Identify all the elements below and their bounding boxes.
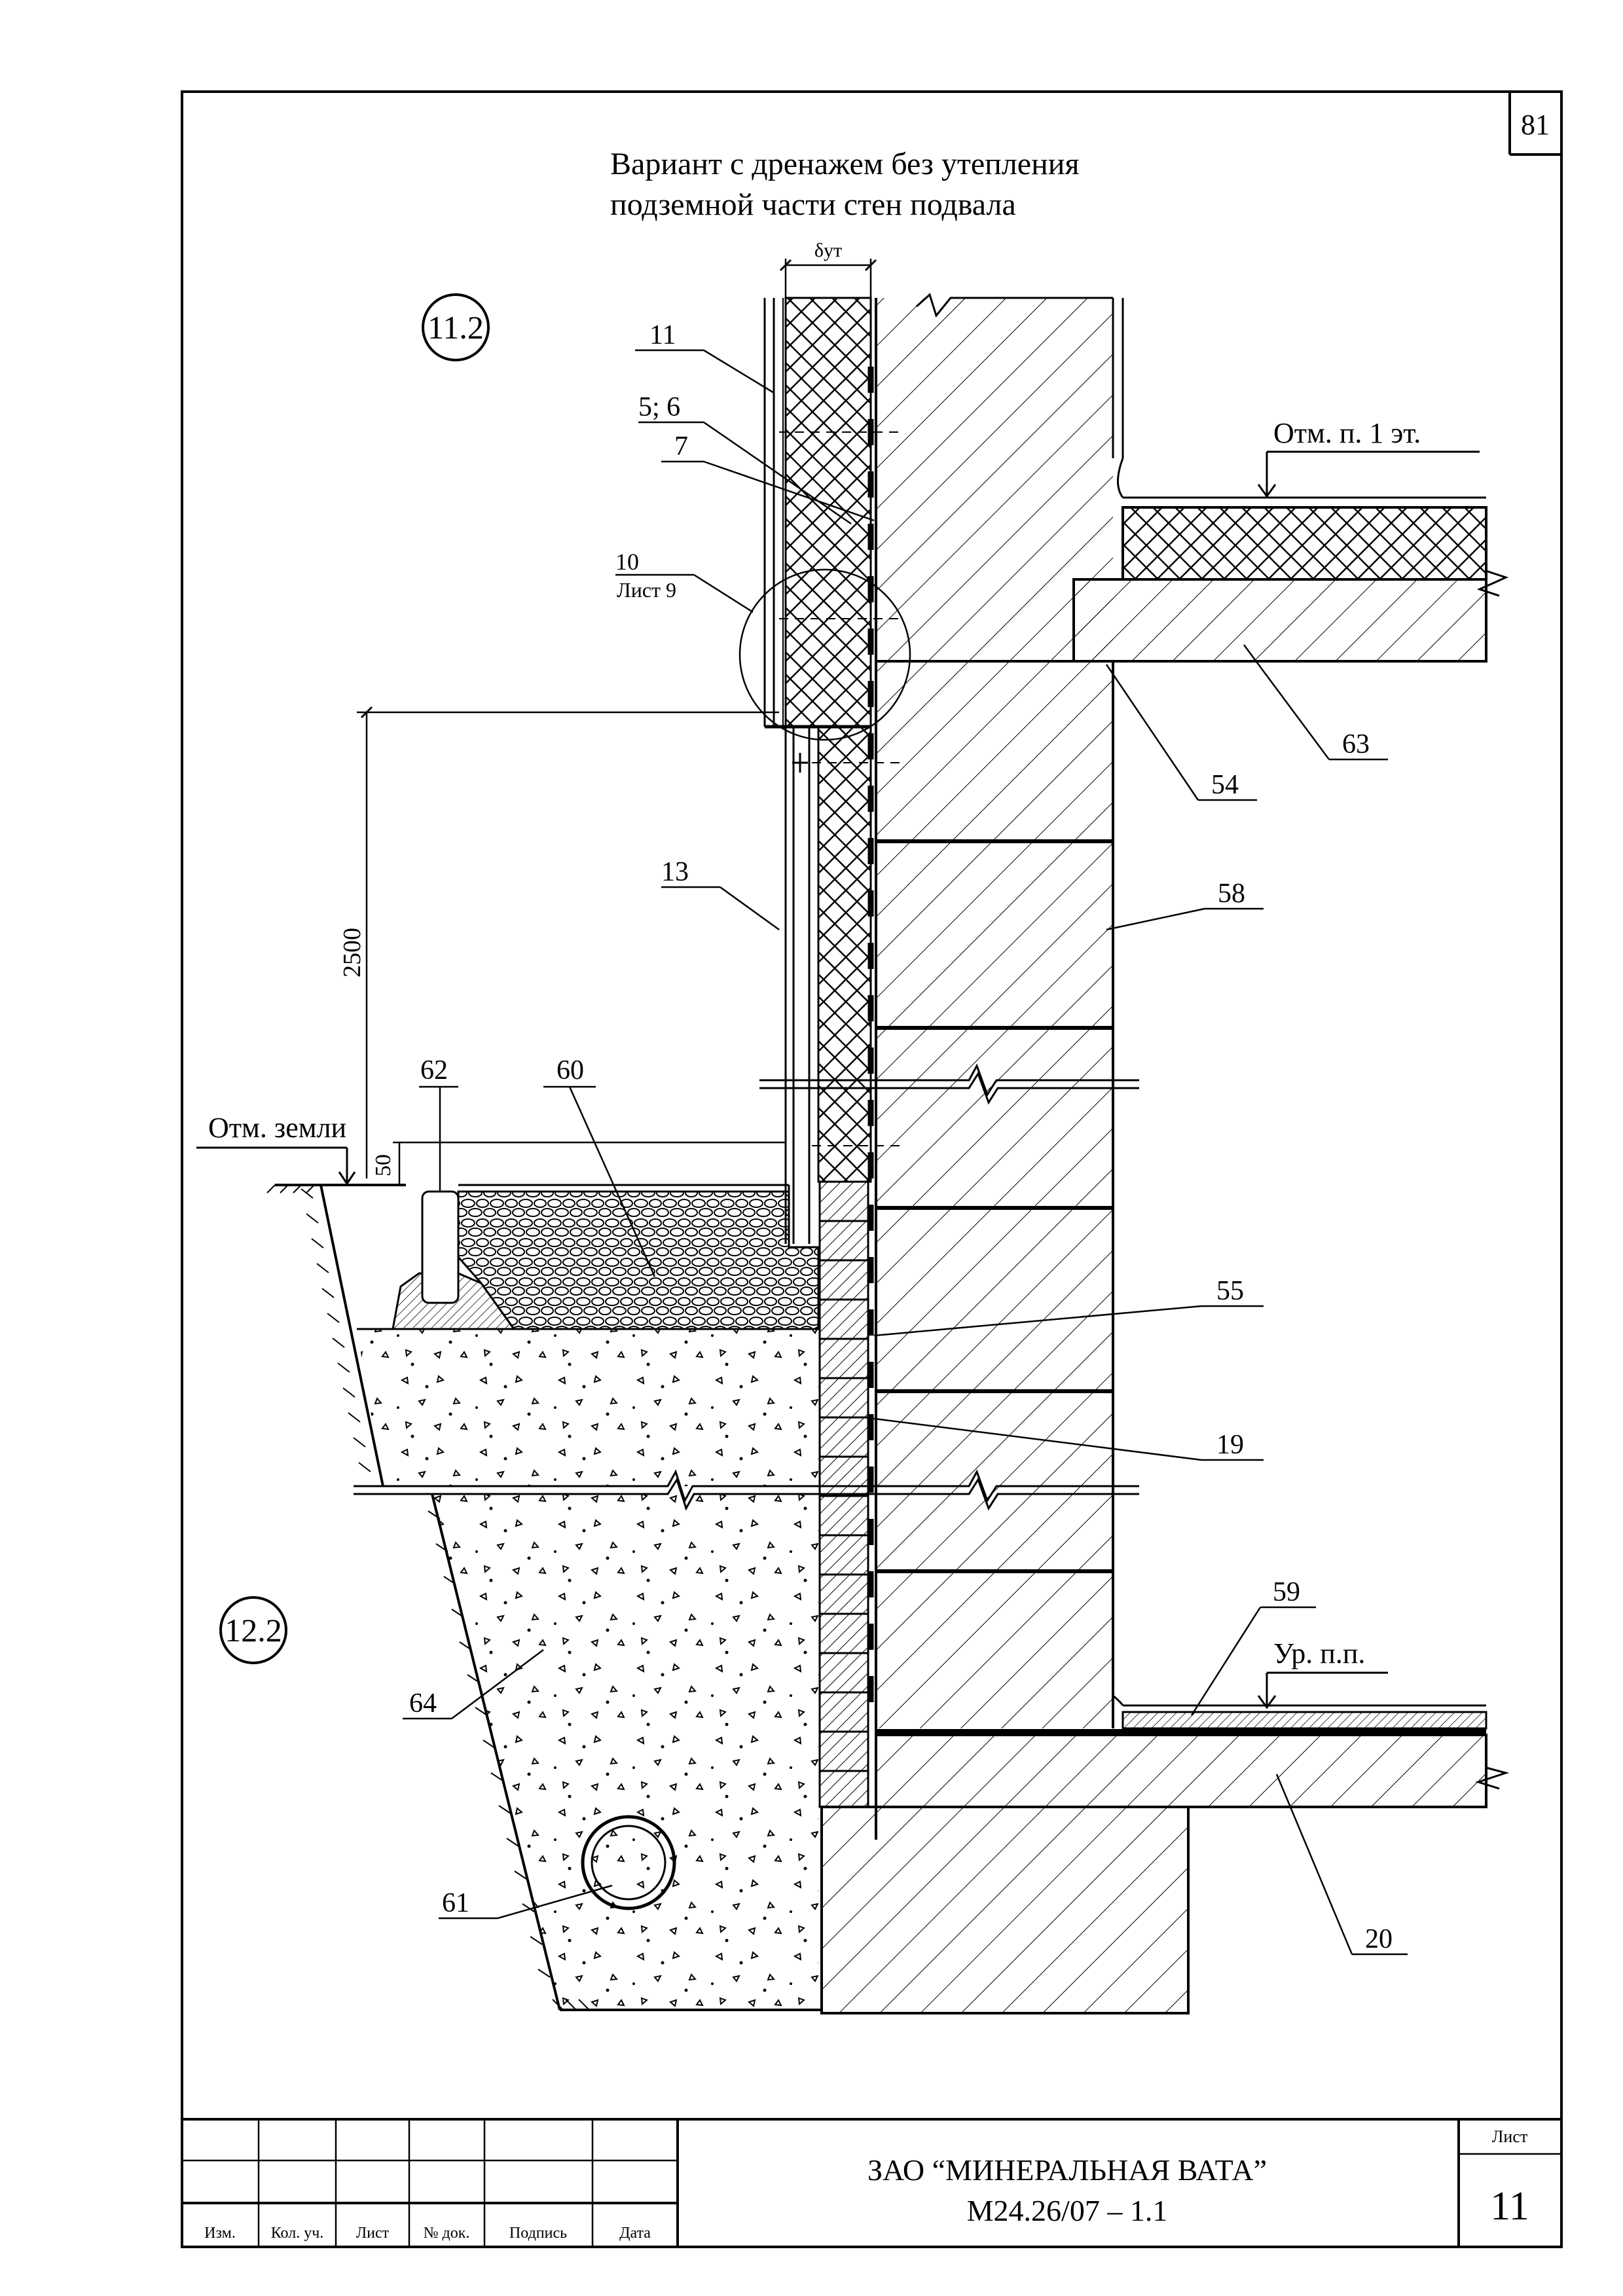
dimension-50-label: 50 [371,1154,395,1176]
callout-leaders [403,349,1408,1956]
gravel-blind-area [392,1184,820,1330]
callout-62: 62 [420,1055,448,1085]
backfill-sand [357,1328,822,2011]
callout-54: 54 [1211,770,1239,800]
callout-5-6: 5; 6 [638,392,680,422]
page-number: 81 [1521,109,1550,141]
callout-20: 20 [1365,1924,1393,1954]
drawing-title-line1: Вариант с дренажем без утепления [610,147,1080,181]
level-basement-floor: Ур. п.п. [1257,1637,1388,1709]
tb-col-ndok: № док. [424,2225,470,2242]
callout-58: 58 [1218,879,1245,909]
node-marker-top-label: 11.2 [428,309,484,346]
callout-60: 60 [556,1055,584,1085]
tb-col-data: Дата [619,2225,651,2242]
callout-7: 7 [674,431,688,462]
basement-floor [820,1694,1510,2014]
callout-11: 11 [649,320,676,350]
basement-block-wall [876,660,1114,1728]
title-block: Изм. Кол. уч. Лист № док. Подпись Дата З… [182,2118,1561,2247]
tb-col-podpis: Подпись [509,2225,567,2242]
callout-61: 61 [442,1888,469,1918]
tb-col-izm: Изм. [204,2225,236,2242]
level-basement-floor-label: Ур. п.п. [1273,1637,1365,1669]
excavation-slope [266,1184,590,2011]
tb-sheet-number: 11 [1490,2184,1529,2229]
node-marker-bottom-label: 12.2 [225,1612,282,1649]
drain-pipe [581,1815,676,1910]
dimension-2500: 2500 [338,706,779,1178]
callout-10-sheet: Лист 9 [617,578,676,602]
level-ground: Отм. земли [196,1112,356,1186]
dimension-2500-label: 2500 [338,928,366,977]
drawing-title-line2: подземной части стен подвала [610,187,1016,222]
callout-19: 19 [1216,1430,1244,1460]
tb-company: ЗАО “МИНЕРАЛЬНАЯ ВАТА” [867,2153,1267,2187]
detail-10-circle [739,568,911,741]
dimension-50: 50 [371,1141,786,1185]
tb-sheet-label: Лист [1492,2127,1527,2146]
level-floor1: Отм. п. 1 эт. [1257,417,1480,498]
dimension-insulation: δут [779,240,877,298]
first-floor-slab [1072,458,1509,663]
insulation-thickness-label: δут [814,240,842,261]
callout-64: 64 [409,1688,437,1719]
callout-13: 13 [661,857,689,887]
tb-code: М24.26/07 – 1.1 [967,2194,1168,2227]
node-marker-bottom: 12.2 [219,1596,287,1664]
callout-55: 55 [1216,1276,1244,1306]
callout-10: 10 [615,549,639,575]
callout-63: 63 [1342,729,1370,759]
node-marker-top: 11.2 [422,293,490,361]
insulation-layer [763,297,903,1728]
tb-col-list: Лист [356,2225,390,2242]
tb-col-kol: Кол. уч. [271,2225,324,2242]
callout-59: 59 [1273,1577,1300,1607]
sheet-frame: 81 [181,90,1563,2248]
level-floor1-label: Отм. п. 1 эт. [1273,417,1421,449]
level-ground-label: Отм. земли [208,1112,346,1144]
